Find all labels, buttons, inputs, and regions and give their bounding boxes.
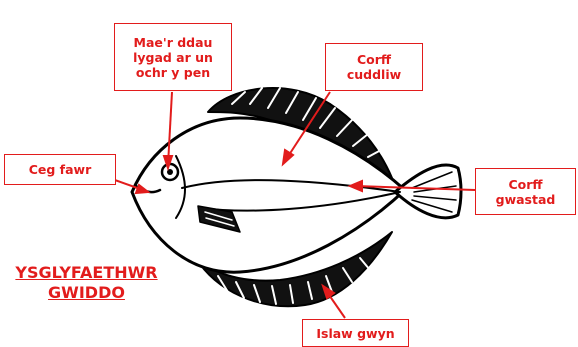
fish-illustration: [132, 88, 461, 306]
label-big-mouth: Ceg fawr: [4, 154, 116, 185]
label-eyes: Mae'r ddau lygad ar un ochr y pen: [114, 23, 232, 91]
title-line-1: YSGLYFAETHWR: [4, 263, 169, 283]
diagram-title: YSGLYFAETHWR GWIDDO: [4, 263, 169, 303]
title-line-2: GWIDDO: [4, 283, 169, 303]
label-camouflage-body: Corff cuddliw: [325, 43, 423, 91]
label-flat-body: Corff gwastad: [475, 168, 576, 215]
label-white-underside: Islaw gwyn: [302, 319, 409, 347]
